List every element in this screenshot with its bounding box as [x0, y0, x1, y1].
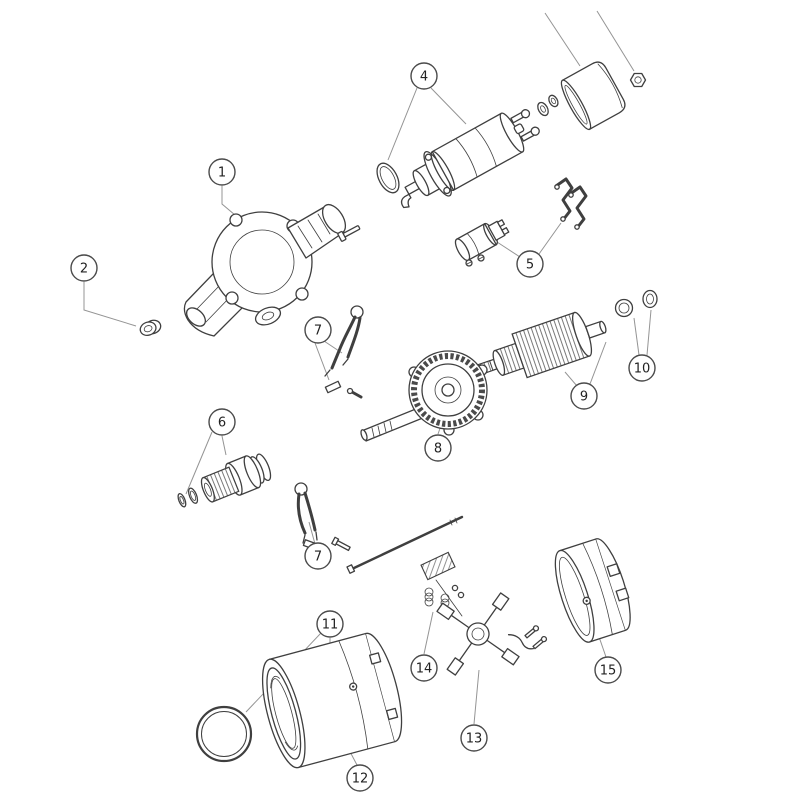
- tie-rod-drawing: [346, 515, 464, 574]
- callout-9: 9: [570, 382, 598, 410]
- part-4-solenoid-drawing: [400, 109, 540, 209]
- callout-7-upper-circle: [304, 316, 332, 344]
- part-7-fork-upper-drawing: [324, 305, 364, 399]
- part-4-washers-drawing: [537, 94, 559, 117]
- part-1-housing-drawing: [183, 203, 347, 337]
- callout-9-circle: [570, 382, 598, 410]
- part-4-boot-drawing: [560, 61, 626, 131]
- part-10-rings-drawing: [614, 289, 658, 318]
- callout-7-upper: 7: [304, 316, 332, 344]
- callout-11-circle: [316, 610, 344, 638]
- part-6-pinion-drawing: [177, 453, 272, 508]
- callout-12-label: 12: [352, 772, 369, 787]
- callout-4: 4: [410, 62, 438, 90]
- callout-13: 13: [460, 724, 488, 752]
- part-13-brushholder-drawing: [436, 592, 548, 676]
- callout-15-circle: [594, 656, 622, 684]
- callout-6-label: 6: [218, 416, 226, 431]
- part-14-brushes-drawing: [420, 551, 465, 617]
- callout-8-circle: [424, 434, 452, 462]
- callout-4-circle: [410, 62, 438, 90]
- part-11-oring-drawing: [195, 705, 253, 763]
- callout-14-label: 14: [416, 662, 433, 677]
- part-11-yoke-drawing: [261, 632, 403, 769]
- part-8-gear-drawing: [360, 350, 488, 442]
- callout-4-label: 4: [420, 70, 428, 85]
- callout-7-upper-label: 7: [314, 324, 322, 339]
- part-7-fork-lower-drawing: [294, 482, 351, 552]
- oring-outer: [376, 162, 400, 194]
- part-5-brackets-drawing: [554, 177, 588, 230]
- endcap-opening: [554, 549, 595, 643]
- callout-13-label: 13: [466, 732, 483, 747]
- brush-springs: [424, 587, 450, 608]
- part-9-armature-drawing: [472, 311, 607, 379]
- callout-12-circle: [346, 764, 374, 792]
- callout-9-label: 9: [580, 390, 588, 405]
- callout-6: 6: [208, 408, 236, 436]
- callout-1-circle: [208, 158, 236, 186]
- gear-teeth: [411, 353, 485, 427]
- callout-2-circle: [70, 254, 98, 282]
- brush-plate: [420, 551, 456, 581]
- callout-10-label: 10: [634, 362, 651, 377]
- callout-5: 5: [516, 250, 544, 278]
- callout-2-label: 2: [80, 262, 88, 277]
- callout-2: 2: [70, 254, 98, 282]
- part-4-nut-drawing: [629, 72, 647, 88]
- callout-14-circle: [410, 654, 438, 682]
- callout-15-label: 15: [600, 664, 617, 679]
- callout-7-lower-label: 7: [314, 550, 322, 565]
- callout-11: 11: [316, 610, 344, 638]
- callout-11-label: 11: [322, 618, 339, 633]
- part-4-bolt-drawing: [337, 225, 361, 242]
- part-2-cap-drawing: [139, 319, 162, 337]
- callout-14: 14: [410, 654, 438, 682]
- callout-7-lower-circle: [304, 542, 332, 570]
- callout-1: 1: [208, 158, 236, 186]
- callout-13-circle: [460, 724, 488, 752]
- callout-12: 12: [346, 764, 374, 792]
- callout-6-circle: [208, 408, 236, 436]
- callout-10-circle: [628, 354, 656, 382]
- part-5-switch-drawing: [454, 219, 510, 262]
- callout-8-label: 8: [434, 442, 442, 457]
- callout-8: 8: [424, 434, 452, 462]
- part-4-oring-drawing: [376, 162, 400, 194]
- part-5-screws-drawing: [465, 254, 485, 267]
- callout-15: 15: [594, 656, 622, 684]
- callouts: 1 2 4 5 6 7 7 8: [70, 62, 656, 792]
- callout-1-label: 1: [218, 166, 226, 181]
- callout-5-label: 5: [526, 258, 534, 273]
- callout-5-circle: [516, 250, 544, 278]
- callout-7-lower: 7: [304, 542, 332, 570]
- callout-10: 10: [628, 354, 656, 382]
- part-15-endcap-drawing: [554, 538, 631, 643]
